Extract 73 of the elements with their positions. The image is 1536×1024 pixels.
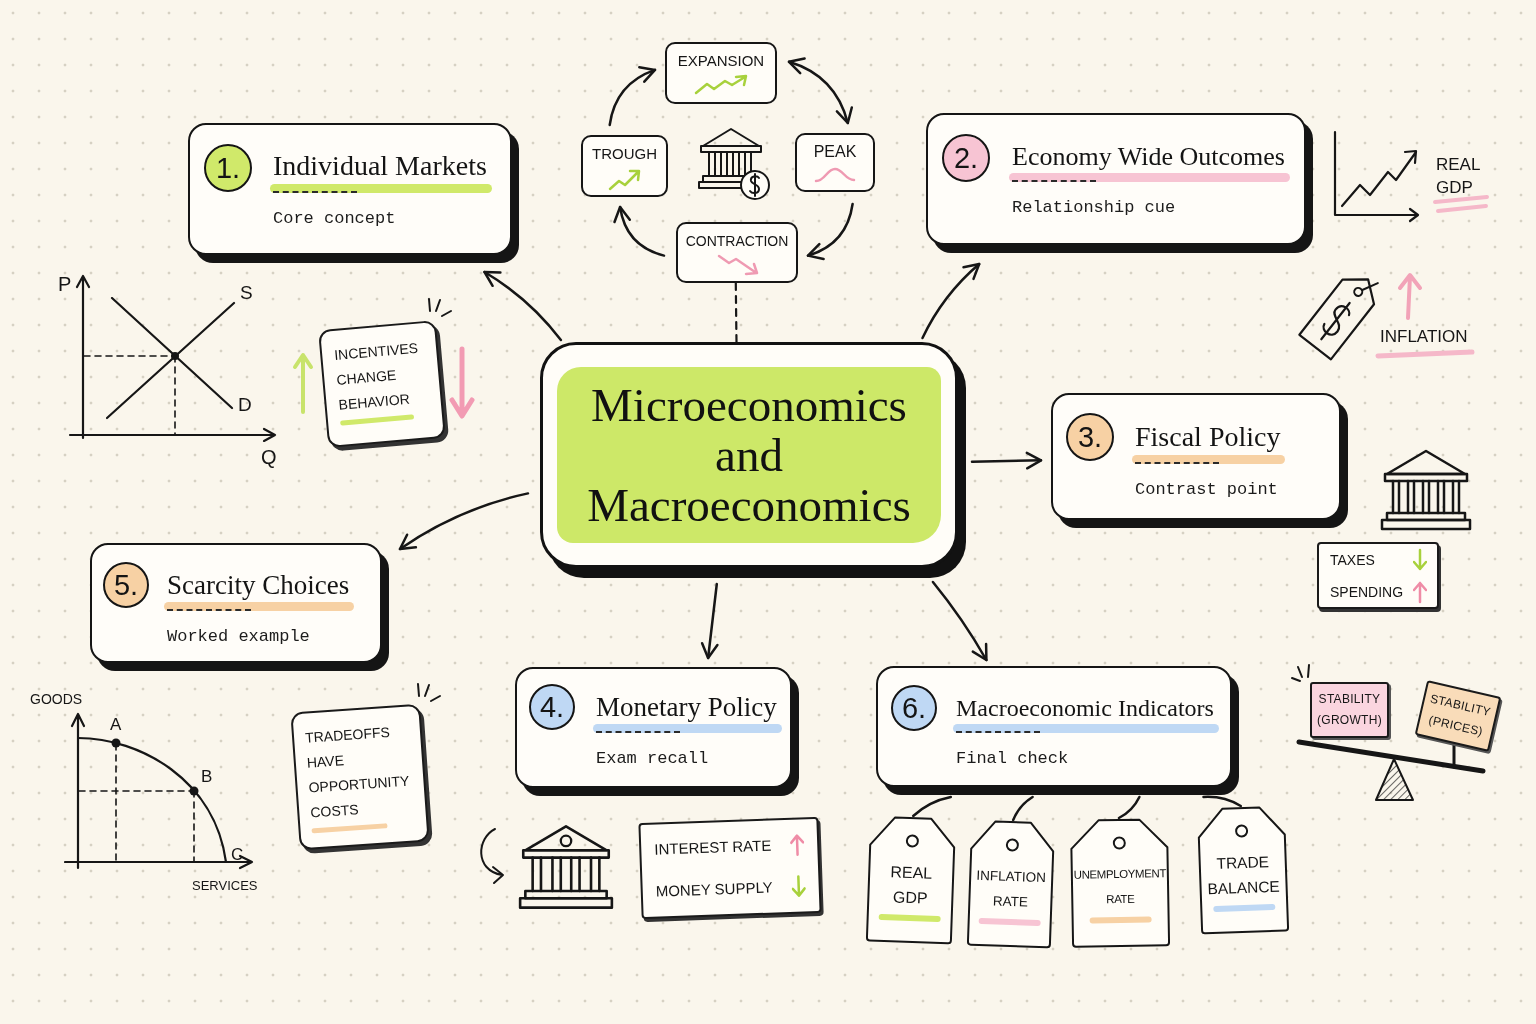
stage-label: CONTRACTION: [685, 232, 789, 251]
axis-label: SERVICES: [192, 879, 258, 894]
indicator-text: MONEY SUPPLY: [655, 877, 774, 902]
tag-label: UNEMPLOYMENT RATE: [1072, 866, 1168, 908]
point-label: B: [201, 767, 213, 787]
card-subtitle: Exam recall: [596, 748, 709, 771]
arrow: [398, 492, 530, 551]
tag-label: REAL GDP: [889, 862, 934, 909]
badge-number: 6.: [901, 693, 927, 723]
card-title: Macroeconomic Indicators: [956, 694, 1214, 723]
axis-label: P: [58, 273, 72, 296]
number-badge: [529, 684, 575, 730]
badge-number: 2.: [953, 143, 979, 173]
arrow: [970, 451, 1043, 470]
arrow: [787, 57, 854, 125]
dashed-connector: [734, 281, 738, 344]
axis-label: GOODS: [30, 691, 83, 708]
card-subtitle: Final check: [956, 747, 1069, 770]
badge-number: 4.: [539, 692, 565, 722]
number-badge: [204, 144, 252, 192]
card-subtitle: Worked example: [167, 626, 310, 649]
stability-card: [1310, 682, 1389, 738]
cycle-stage-box: [795, 133, 875, 192]
point-label: A: [110, 715, 122, 735]
tag-label: TRADE BALANCE: [1206, 852, 1282, 900]
number-badge: [1066, 413, 1114, 461]
card-title: Scarcity Choices: [167, 569, 350, 602]
point-label: C: [231, 845, 244, 865]
arrow: [700, 582, 719, 660]
card-subtitle: Relationship cue: [1012, 197, 1176, 220]
curve-label: D: [238, 394, 252, 416]
connector-line: [1011, 795, 1034, 822]
indicator-label: REAL GDP: [1436, 154, 1481, 199]
card-subtitle: Contrast point: [1135, 478, 1278, 501]
cycle-stage-box: [581, 135, 668, 197]
connector-line: [1202, 795, 1243, 808]
connector-line: [1117, 795, 1141, 820]
arrow: [613, 205, 666, 257]
card-title: Economy Wide Outcomes: [1012, 141, 1285, 173]
note-text: INCENTIVES CHANGE BEHAVIOR: [333, 338, 420, 415]
axis-label: Q: [261, 446, 277, 469]
stage-label: EXPANSION: [677, 51, 765, 71]
card-title: Individual Markets: [273, 149, 487, 183]
arrow: [483, 270, 563, 342]
tag-label: INFLATION RATE: [975, 866, 1048, 912]
badge-number: 5.: [113, 570, 139, 600]
number-badge: [103, 562, 149, 608]
arrow: [806, 202, 854, 261]
central-title: Microeconomics and Macroeconomics: [557, 367, 941, 543]
number-badge: [891, 685, 937, 731]
number-badge: [942, 134, 990, 182]
card-subtitle: Core concept: [273, 207, 396, 230]
note-text: TRADEOFFS HAVE OPPORTUNITY COSTS: [304, 722, 411, 823]
curve-label: S: [240, 282, 253, 304]
arrow: [921, 262, 981, 340]
arrow: [931, 580, 988, 662]
badge-number: 3.: [1077, 422, 1103, 452]
indicator-panel: [638, 816, 822, 920]
hang-tag: [1067, 817, 1173, 949]
card-title: Fiscal Policy: [1135, 420, 1281, 454]
cycle-stage-box: [665, 42, 777, 104]
arrow: [608, 65, 657, 127]
indicator-text: SPENDING: [1330, 582, 1404, 602]
indicator-text: TAXES: [1330, 550, 1375, 570]
indicator-label: INFLATION: [1380, 327, 1468, 347]
indicator-text: INTEREST RATE: [653, 835, 772, 860]
badge-number: 1.: [215, 153, 241, 183]
card-title: Monetary Policy: [596, 691, 777, 724]
stability-label: STABILITY (GROWTH): [1315, 691, 1384, 729]
stage-label: TROUGH: [592, 144, 657, 164]
cycle-stage-box: [676, 222, 798, 283]
indicator-panel: [1317, 542, 1439, 609]
stage-label: PEAK: [813, 142, 857, 162]
